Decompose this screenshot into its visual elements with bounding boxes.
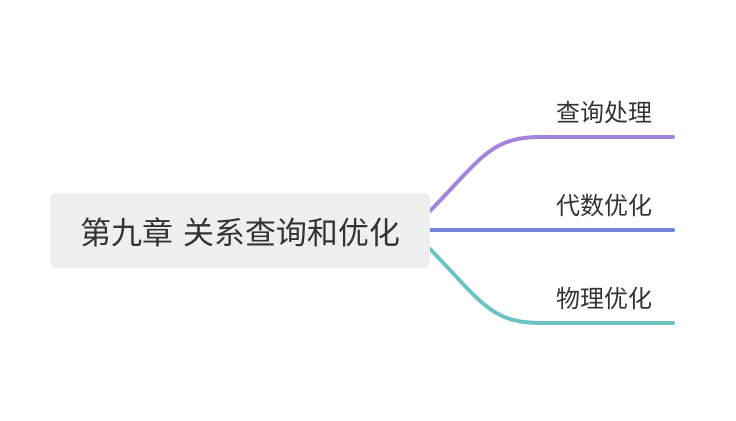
root-topic-node[interactable]: 第九章 关系查询和优化 (50, 193, 430, 268)
connector-branch-0 (428, 135, 675, 213)
branch-topic-algebraic-optimization[interactable]: 代数优化 (556, 192, 652, 220)
root-topic-label: 第九章 关系查询和优化 (80, 216, 400, 252)
connector-branch-2 (428, 247, 675, 325)
branch-topic-query-processing[interactable]: 查询处理 (556, 99, 652, 127)
branch-topic-physical-optimization[interactable]: 物理优化 (556, 285, 652, 313)
